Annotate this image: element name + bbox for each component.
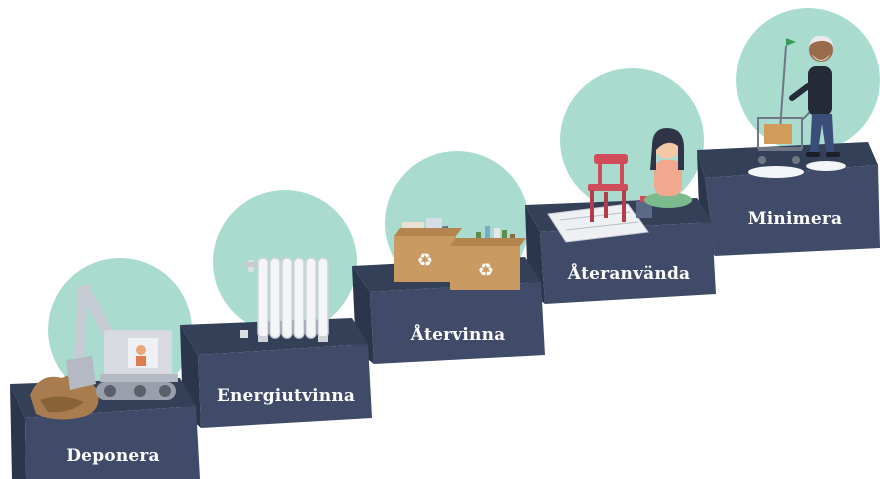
- svg-text:♻: ♻: [417, 250, 433, 271]
- radiator-icon: [240, 257, 329, 342]
- step-label-energiutvinna: Energiutvinna: [216, 386, 356, 406]
- step-label-atervinna: Återvinna: [410, 325, 506, 345]
- recycling-boxes-icon: ♻ ♻: [394, 218, 526, 290]
- step-label-ateranvanda: Återanvända: [567, 264, 691, 284]
- shopper-with-cart-icon: [748, 35, 846, 178]
- painting-chair-icon: [547, 128, 692, 243]
- step-label-deponera: Deponera: [66, 446, 160, 466]
- step-5-block: [697, 142, 880, 256]
- step-label-minimera: Minimera: [747, 209, 843, 229]
- svg-text:♻: ♻: [478, 260, 494, 281]
- excavator-icon: [30, 284, 178, 420]
